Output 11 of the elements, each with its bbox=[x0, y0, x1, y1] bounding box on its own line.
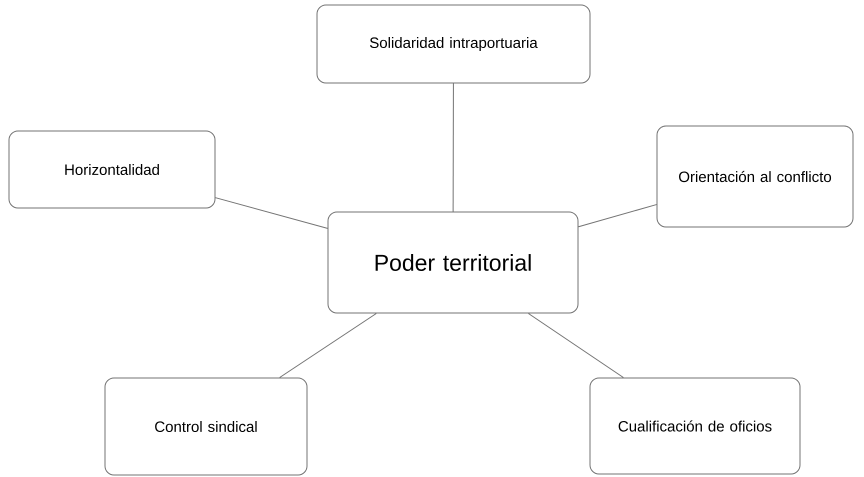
topic-box: Poder territorial bbox=[328, 212, 578, 314]
topic-box: Orientación al conflicto bbox=[656, 126, 854, 228]
topic-box: Horizontalidad bbox=[8, 130, 216, 208]
connector-line bbox=[215, 197, 328, 229]
topic-box: Control sindical bbox=[104, 378, 308, 476]
connector-line bbox=[452, 83, 454, 212]
connector-line bbox=[578, 204, 657, 228]
connector-line bbox=[528, 313, 624, 378]
topic-box: Solidaridad intraportuaria bbox=[316, 4, 590, 84]
topic-box: Cualificación de oficios bbox=[590, 378, 800, 474]
connector-line bbox=[279, 313, 377, 378]
